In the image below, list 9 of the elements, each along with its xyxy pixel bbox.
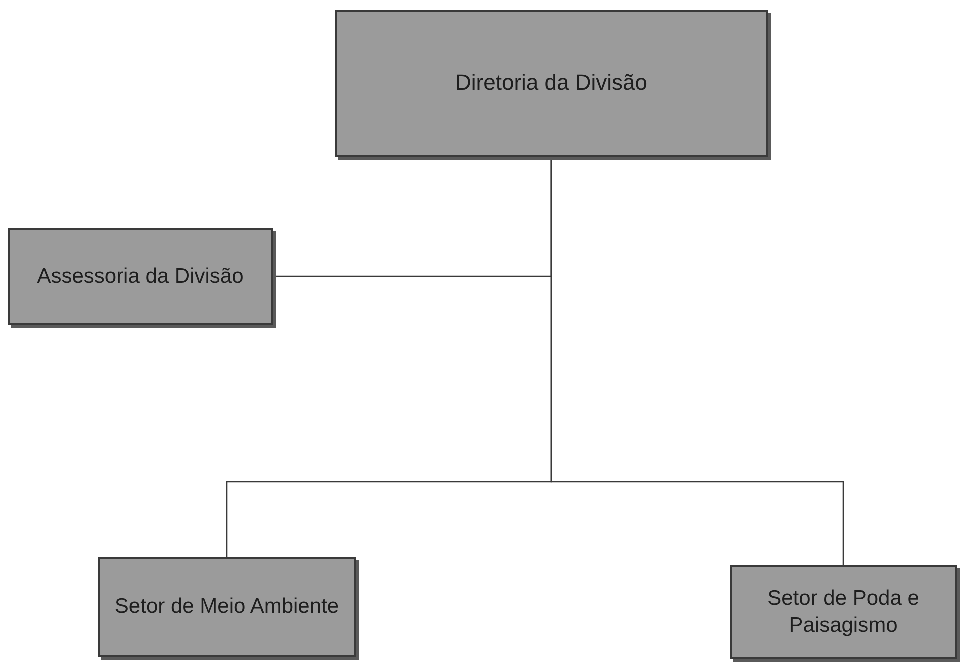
org-unit-box: [98, 557, 356, 657]
unit-name: Diretoria da Divisão: [456, 69, 648, 98]
org-unit-box: [335, 10, 768, 157]
unit-name: Setor de Meio Ambiente: [114, 594, 340, 620]
connector-line: [550, 157, 844, 565]
org-unit-box: [8, 228, 273, 325]
unit-name: Setor de Poda e Paisagismo: [766, 586, 920, 639]
org-unit-box: [730, 565, 957, 659]
unit-name: Assessoria da Divisão: [37, 264, 244, 290]
